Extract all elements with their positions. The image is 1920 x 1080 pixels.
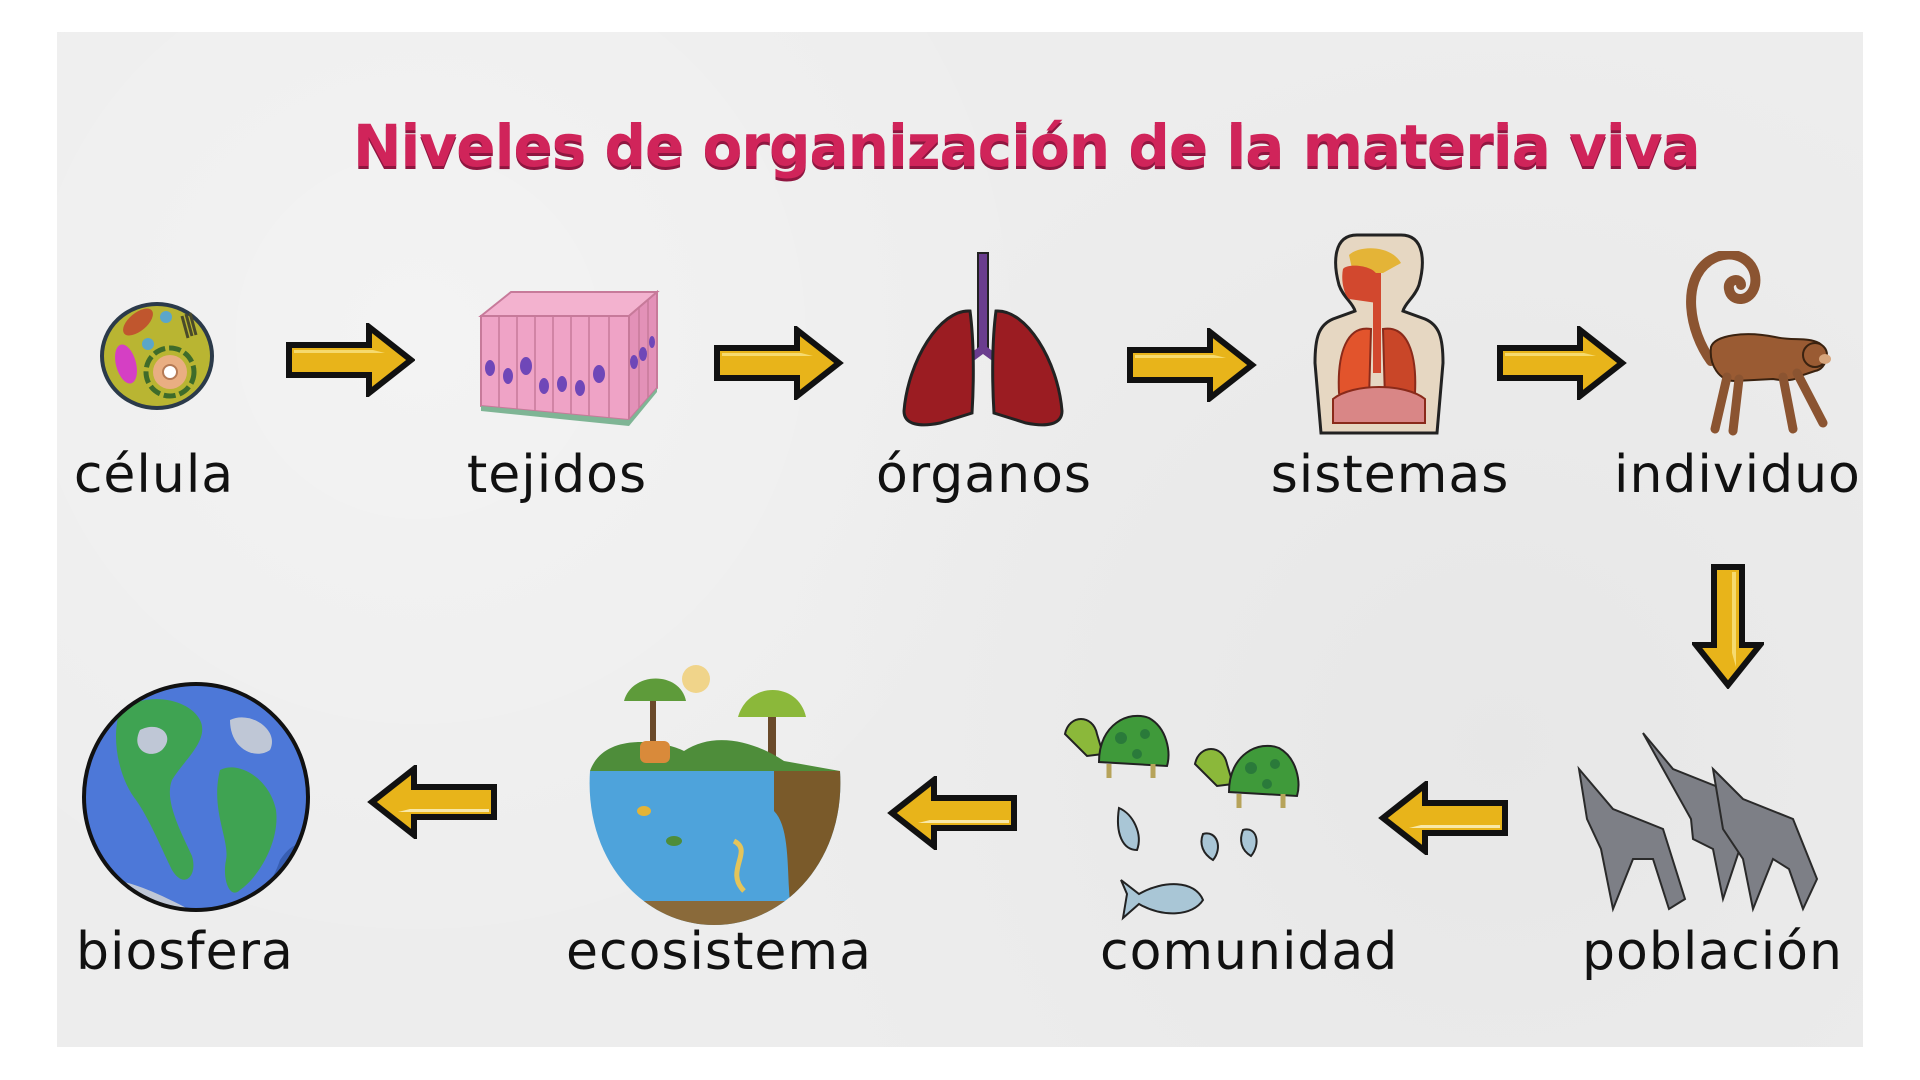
arrow-right-icon <box>708 326 848 400</box>
cell-icon <box>98 300 216 412</box>
lungs-icon <box>900 251 1066 431</box>
respiratory-system-icon <box>1313 233 1445 437</box>
level-label-comunidad: comunidad <box>1100 922 1399 982</box>
level-label-ecosistema: ecosistema <box>566 922 872 982</box>
turtles-fish-icon <box>1063 704 1337 932</box>
level-label-poblacion: población <box>1582 922 1843 982</box>
monkey-icon <box>1675 249 1837 437</box>
tissue-icon <box>471 288 663 430</box>
arrow-right-icon <box>285 323 415 397</box>
diagram-panel <box>57 32 1863 1047</box>
arrow-right-icon <box>1122 328 1260 402</box>
diagram-title: Niveles de organización de la materia vi… <box>353 112 1701 180</box>
arrow-down-icon <box>1692 563 1764 689</box>
arrow-left-icon <box>879 776 1027 850</box>
level-label-individuo: individuo <box>1614 445 1861 505</box>
wolves-icon <box>1573 729 1833 915</box>
level-label-sistemas: sistemas <box>1270 445 1510 505</box>
arrow-left-icon <box>1371 781 1517 855</box>
level-label-organos: órganos <box>875 445 1092 505</box>
level-label-tejidos: tejidos <box>466 445 648 505</box>
earth-icon <box>80 680 312 914</box>
level-label-biosfera: biosfera <box>76 922 294 982</box>
ecosystem-icon <box>584 661 846 927</box>
arrow-right-icon <box>1494 326 1628 400</box>
arrow-left-icon <box>361 765 505 839</box>
level-label-celula: célula <box>73 445 235 505</box>
